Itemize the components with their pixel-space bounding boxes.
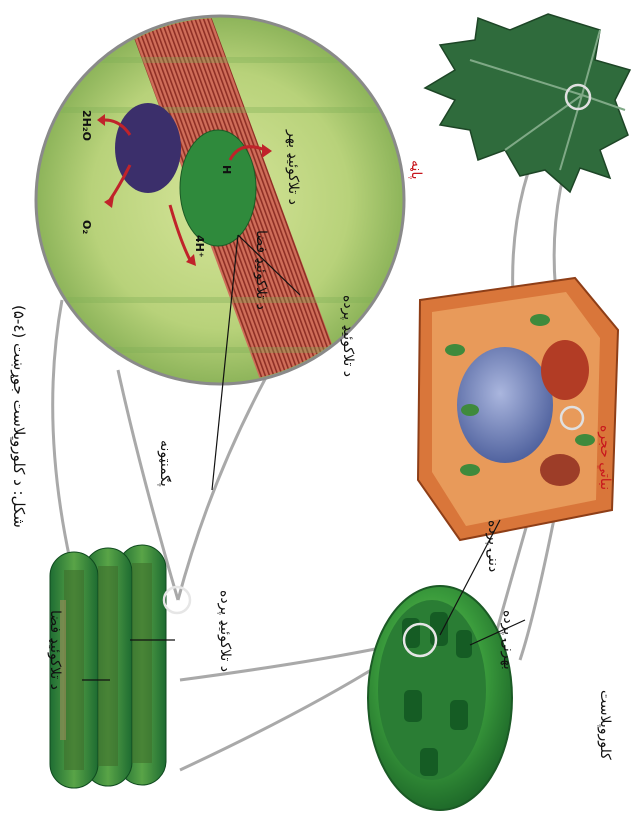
label-chloroplast: کلوروپلاست	[598, 690, 612, 760]
chloroplast-illustration	[368, 586, 512, 810]
label-outer-membrane: بهرنۍ پرده	[501, 610, 515, 670]
label-o2: O₂	[81, 220, 92, 234]
label-plant-cell: نباتي حجره	[598, 425, 612, 490]
plant-cell-illustration	[418, 278, 618, 540]
label-4h-plus: 4H⁺	[194, 235, 205, 258]
label-h: H	[221, 165, 232, 174]
figure-caption: (۵-٤) شکل: د کلوروپلاست جوړښت	[11, 305, 26, 528]
label-h2o: 2H₂O	[81, 110, 92, 141]
label-thylakoid-space-grana: د تلاکوئيډ فضا	[48, 610, 62, 690]
label-inner-membrane: دننۍ پرده	[486, 520, 500, 572]
granum-stack-illustration	[50, 545, 190, 788]
label-thylakoid-outside: د تلاکوئيډ بهر	[286, 130, 300, 205]
protein-complex-purple	[115, 103, 181, 193]
label-leaf: پاڼه	[409, 160, 423, 180]
label-thylakoid-membrane-grana: د تلاکوئيډ پرده	[218, 590, 232, 672]
label-pigments: پګمنټونه	[158, 440, 172, 487]
label-thylakoid-space-zoom: د تلاکوئيډ فضا	[254, 230, 268, 310]
leaf-illustration	[425, 14, 630, 192]
label-thylakoid-membrane-zoom: د تلاکوئيډ پرده	[341, 295, 355, 377]
